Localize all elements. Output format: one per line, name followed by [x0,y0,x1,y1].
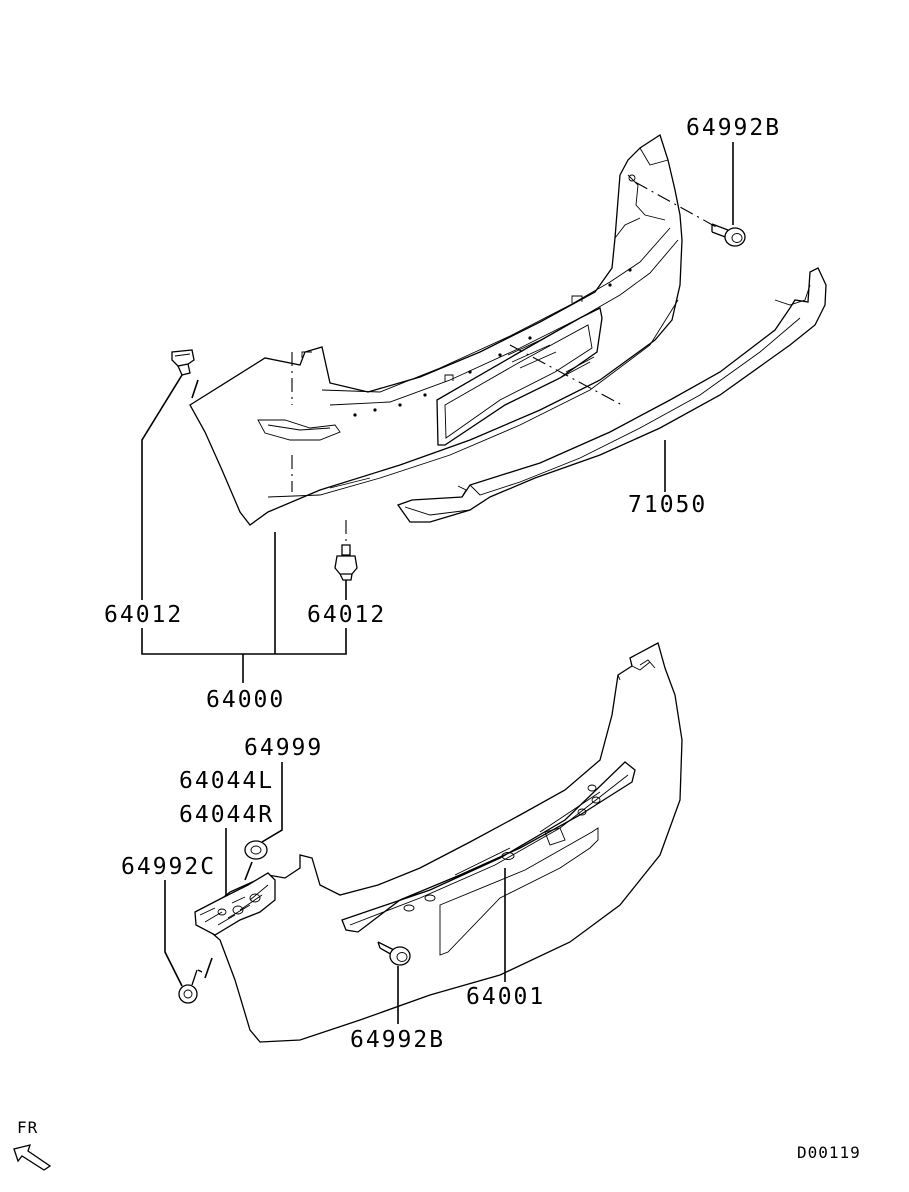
front-direction-arrow-icon [13,1144,52,1171]
label-64001: 64001 [466,984,546,1010]
leader-lines-bottom [164,762,506,1024]
label-64992C: 64992C [121,854,217,880]
bolt-64992B-top-drawing [711,223,746,247]
diagram-code: D00119 [797,1143,861,1162]
label-64012-right: 64012 [307,602,387,628]
lower-spoiler-drawing [396,267,827,523]
label-64044L: 64044L [179,768,275,794]
label-64012-left: 64012 [104,602,184,628]
label-64992B-top: 64992B [686,115,782,141]
leader-lines-top [141,142,734,683]
front-label: FR [17,1118,39,1137]
label-64044R: 64044R [179,802,275,828]
screw-64992C-drawing [178,969,203,1004]
bumper-fascia-drawing [189,133,719,545]
label-64999: 64999 [244,735,324,761]
nut-64999-drawing [244,840,268,860]
clip-64012-right-drawing [334,544,358,581]
label-64992B-bottom: 64992B [350,1027,446,1053]
label-64000: 64000 [206,687,286,713]
clip-holes [353,174,636,417]
label-71050: 71050 [628,492,708,518]
bumper-inner-drawing [194,642,683,1043]
bolt-64992B-bottom-drawing [377,941,411,966]
clip-64012-left-drawing [171,349,195,376]
